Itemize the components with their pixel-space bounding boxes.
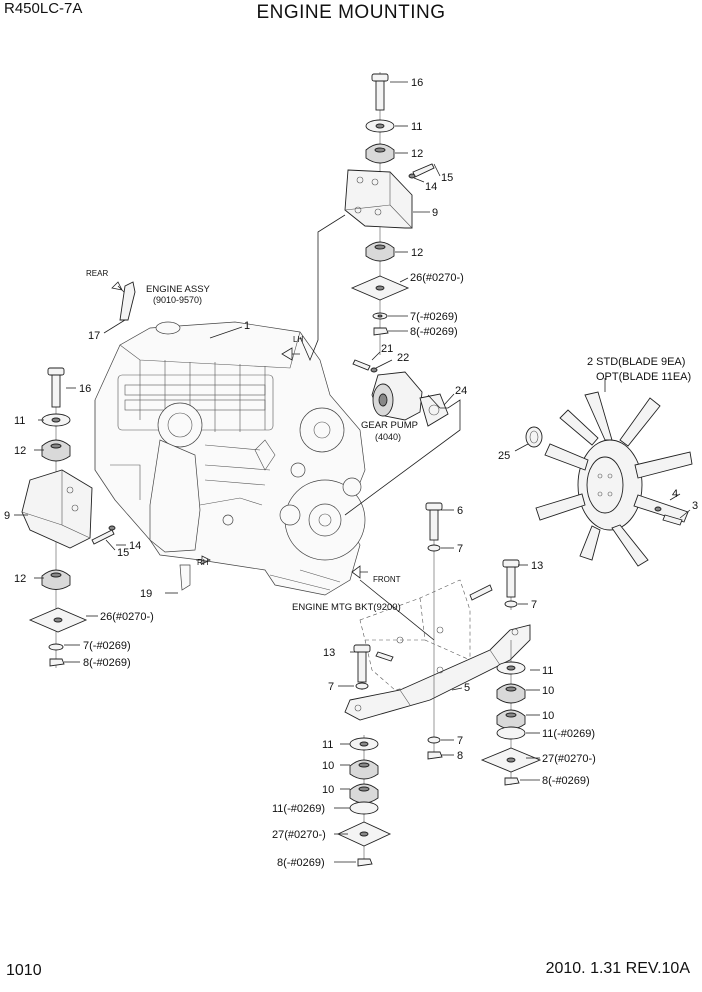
cooling-fan — [525, 391, 693, 567]
callout-label: 14 — [425, 181, 437, 193]
rh-direction-label: RH — [197, 558, 209, 567]
left-mount-stack — [21, 367, 116, 668]
revision-date: 2010. 1.31 REV.10A — [545, 960, 690, 977]
callout-label: 17 — [88, 330, 100, 342]
rear-direction-label: REAR — [86, 269, 108, 278]
callout-label: 19 — [140, 588, 152, 600]
callout-label: 10 — [542, 710, 554, 722]
callout-label: 12 — [411, 247, 423, 259]
callout-label: 7(-#0269) — [83, 640, 131, 652]
callout-label: 8(-#0269) — [542, 775, 590, 787]
callout-label: 11(-#0269) — [272, 803, 325, 815]
callout-label: 8 — [457, 750, 463, 762]
callout-label: 7 — [457, 543, 463, 555]
rh-arrow-icon — [196, 555, 211, 565]
callout-label: 15 — [117, 547, 129, 559]
lh-direction-label: LH — [293, 335, 303, 344]
page-title: ENGINE MOUNTING — [256, 2, 446, 23]
callout-label: 9 — [4, 510, 10, 522]
callout-label: 12 — [411, 148, 423, 160]
front-support-beam — [344, 624, 531, 721]
front-arrow-icon — [351, 565, 368, 579]
callout-label: 11 — [542, 665, 553, 677]
front-mount-hardware — [353, 502, 520, 760]
callout-label: 15 — [441, 172, 453, 184]
engine-assy-label: ENGINE ASSY — [146, 284, 211, 295]
callout-label: 11(-#0269) — [542, 728, 595, 740]
callout-label: 25 — [498, 450, 510, 462]
callout-label: 9 — [432, 207, 438, 219]
callout-label: 7 — [457, 735, 463, 747]
callout-label: 27(#0270-) — [542, 753, 596, 765]
callout-label: 27(#0270-) — [272, 829, 326, 841]
callout-label: 16 — [411, 77, 423, 89]
callout-label: 26(#0270-) — [100, 611, 154, 623]
callout-label: 4 — [672, 488, 678, 500]
callout-label: 12 — [14, 445, 26, 457]
callout-label: 24 — [455, 385, 467, 397]
lh-arrow-icon — [281, 347, 300, 361]
callout-label: 11 — [14, 415, 25, 427]
callout-label: 10 — [322, 784, 334, 796]
gear-pump-group — [352, 359, 449, 427]
callout-label: 21 — [381, 343, 393, 355]
callout-label: 7(-#0269) — [410, 311, 458, 323]
fan-std-label: 2 STD(BLADE 9EA) — [587, 356, 685, 368]
page-number: 1010 — [6, 962, 42, 979]
fan-opt-label: OPT(BLADE 11EA) — [596, 371, 691, 383]
engine-mtg-bkt-label: ENGINE MTG BKT(9200) — [292, 602, 401, 613]
top-mount-stack — [344, 72, 435, 355]
callout-label: 14 — [129, 540, 141, 552]
callout-label: 7 — [328, 681, 334, 693]
callout-label: 8(-#0269) — [410, 326, 458, 338]
callout-numbers: 16 11 12 15 14 9 12 26(#0270-) 7(-#0269)… — [4, 77, 698, 869]
callout-label: 13 — [531, 560, 543, 572]
engine-assy-number: (9010-9570) — [153, 295, 202, 305]
callout-label: 13 — [323, 647, 335, 659]
front-direction-label: FRONT — [373, 575, 401, 584]
callout-label: 5 — [464, 682, 470, 694]
engine-mtg-bracket — [359, 579, 493, 691]
callout-label: 22 — [397, 352, 409, 364]
gear-pump-label: GEAR PUMP — [361, 420, 418, 431]
leader-lines — [14, 81, 691, 863]
callout-label: 7 — [531, 599, 537, 611]
callout-label: 26(#0270-) — [410, 272, 464, 284]
engine-assembly — [94, 321, 366, 596]
callout-label: 11 — [322, 739, 333, 751]
callout-label: 1 — [244, 320, 250, 332]
callout-label: 8(-#0269) — [277, 857, 325, 869]
callout-label: 6 — [457, 505, 463, 517]
direction-arrows — [111, 281, 368, 579]
callout-label: 10 — [322, 760, 334, 772]
callout-label: 3 — [692, 500, 698, 512]
bottom-mount-stack — [336, 735, 392, 867]
callout-label: 10 — [542, 685, 554, 697]
right-mount-stack — [480, 640, 542, 786]
annotation-notes: ENGINE ASSY (9010-9570) GEAR PUMP (4040)… — [86, 269, 691, 613]
callout-label: 8(-#0269) — [83, 657, 131, 669]
bracket-17-shape — [119, 281, 136, 321]
gear-pump-number: (4040) — [375, 432, 401, 442]
callout-label: 12 — [14, 573, 26, 585]
callout-label: 16 — [79, 383, 91, 395]
callout-label: 11 — [411, 121, 422, 133]
model-label: R450LC-7A — [4, 0, 83, 17]
